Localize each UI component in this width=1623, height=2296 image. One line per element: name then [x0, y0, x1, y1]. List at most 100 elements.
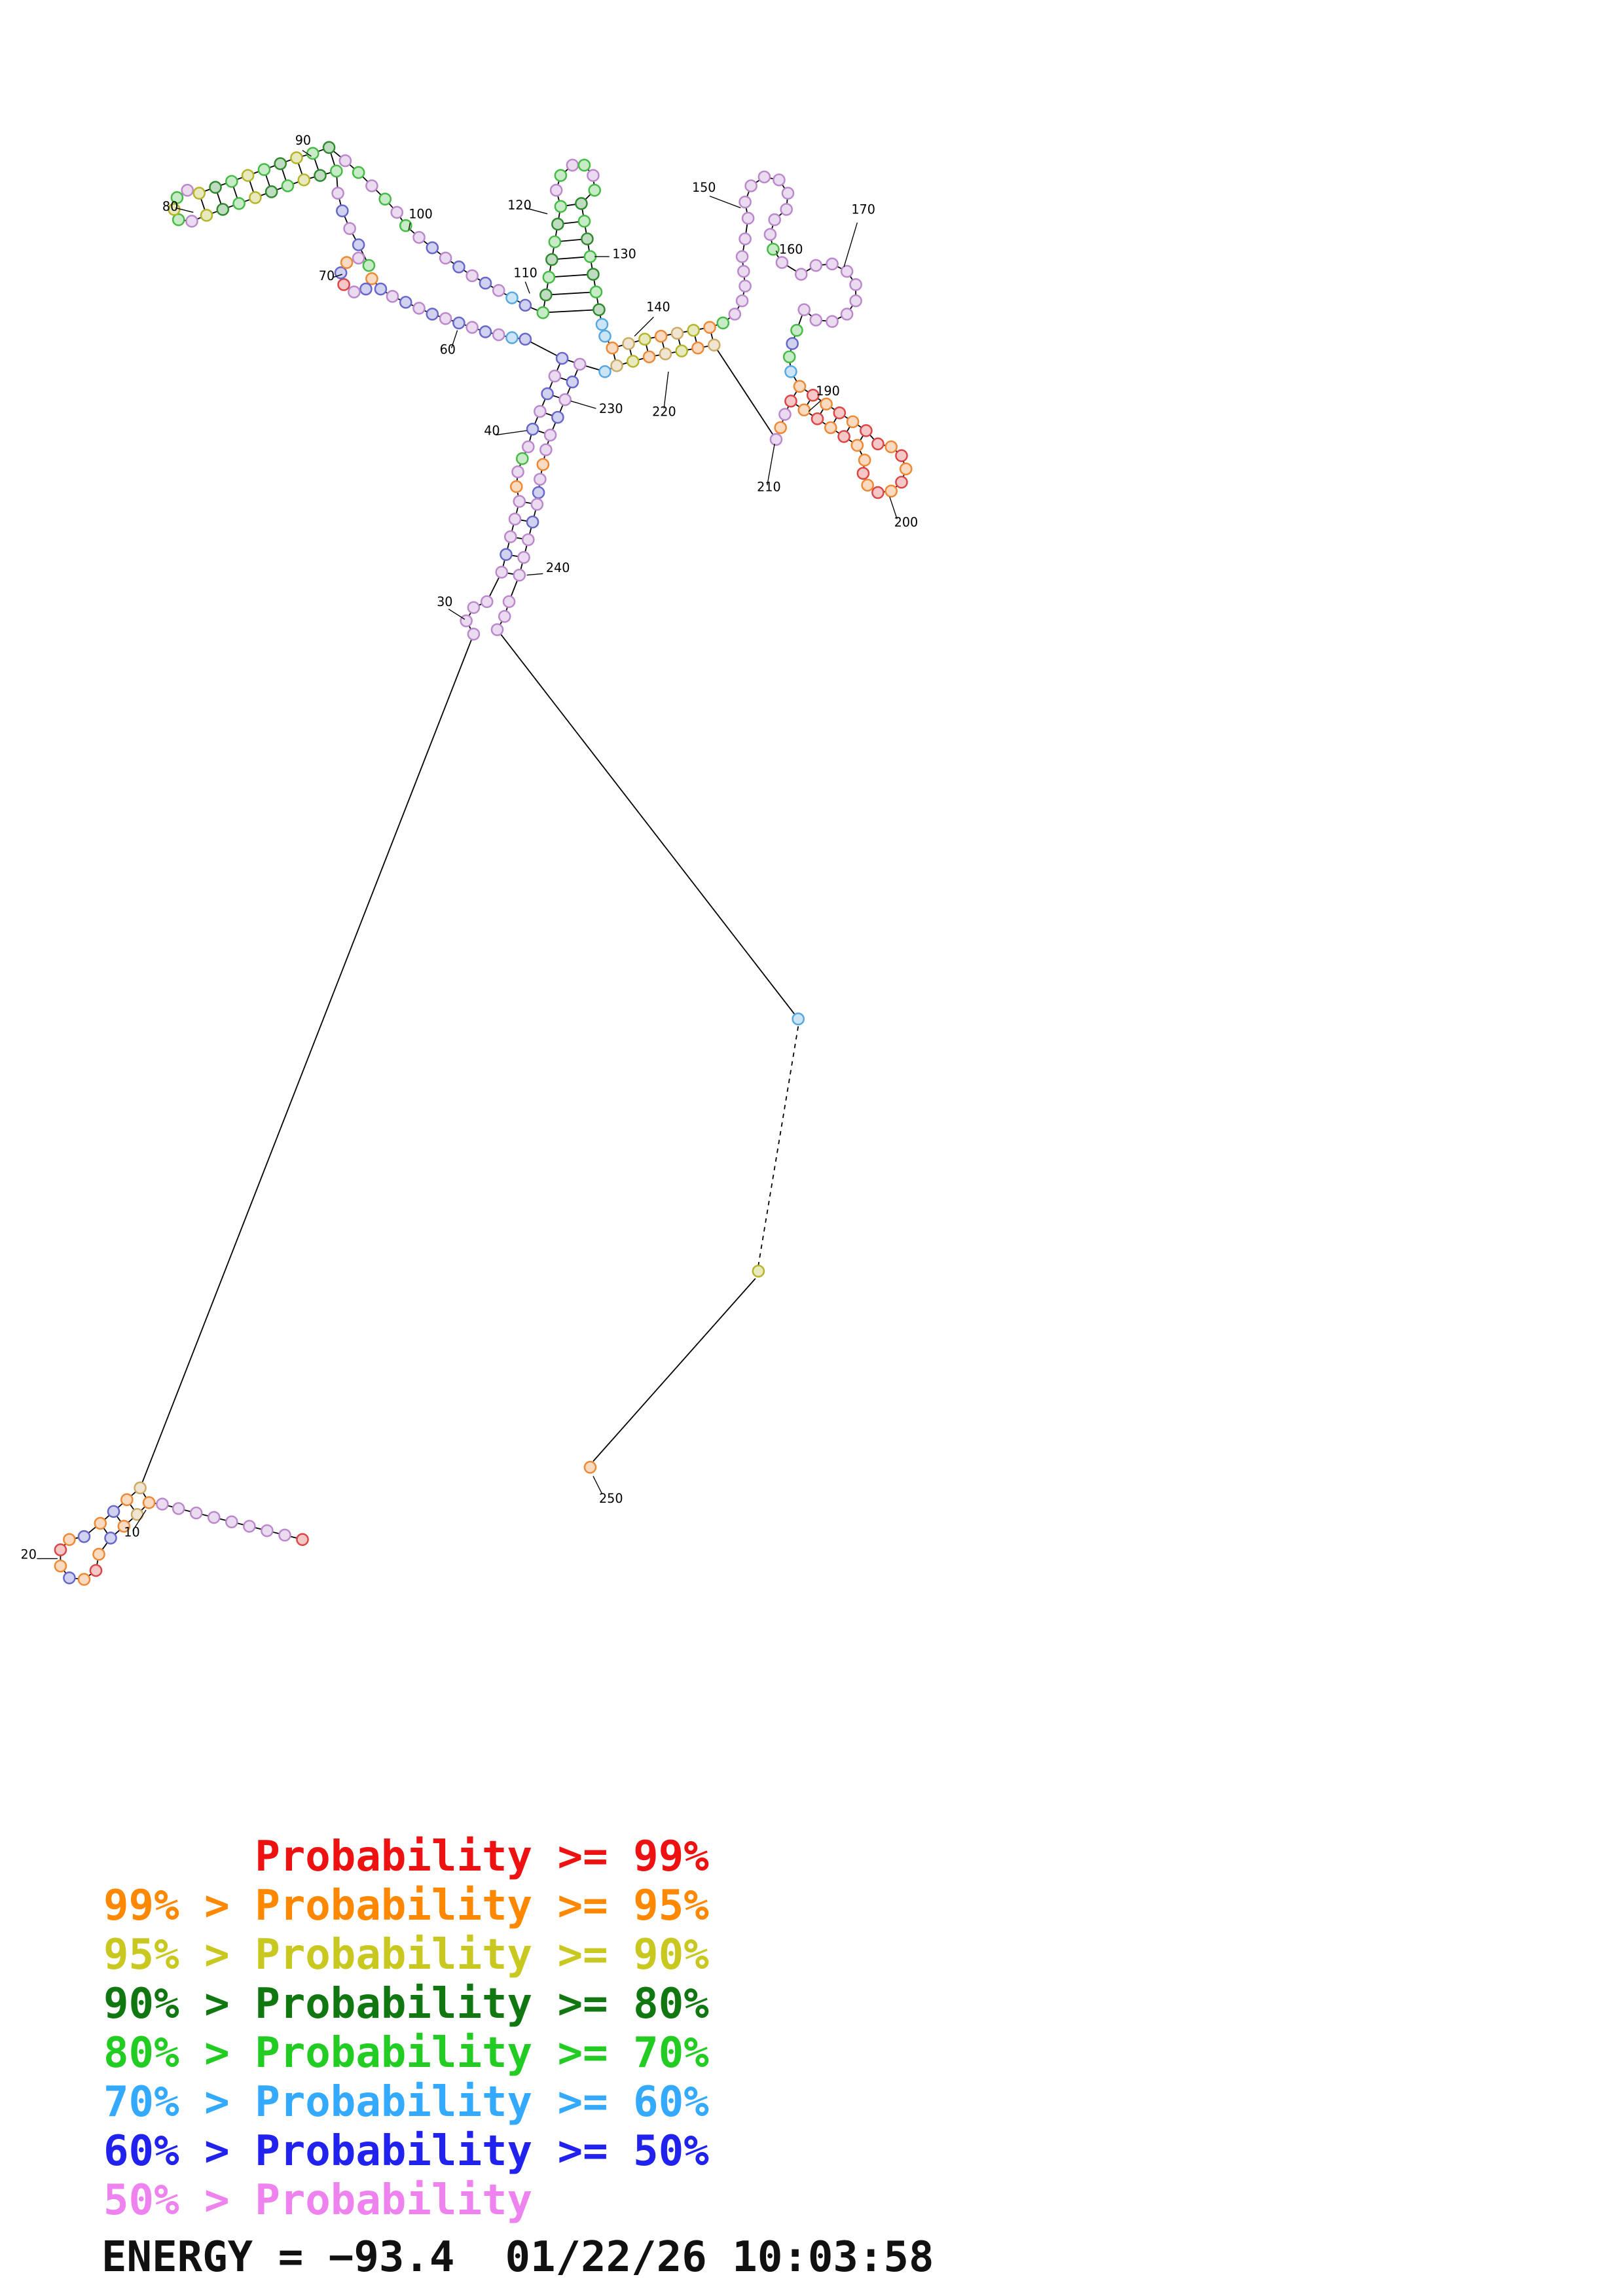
- nucleotide-node: [539, 443, 553, 456]
- nucleotide-node: [386, 290, 399, 303]
- nucleotide-node: [297, 173, 311, 187]
- position-label-250: 250: [599, 1491, 623, 1506]
- nucleotide-node: [797, 303, 811, 316]
- nucleotide-node: [460, 614, 473, 628]
- position-label-190: 190: [816, 384, 840, 399]
- nucleotide-node: [554, 200, 568, 213]
- nucleotide-node: [581, 232, 594, 245]
- nucleotide-node: [622, 337, 635, 350]
- nucleotide-node: [593, 303, 606, 316]
- nucleotide-node: [490, 623, 504, 636]
- position-label-90: 90: [295, 133, 311, 148]
- position-label-160: 160: [779, 242, 803, 257]
- nucleotide-node: [588, 183, 602, 197]
- nucleotide-node: [479, 276, 492, 290]
- nucleotide-node: [587, 169, 600, 182]
- legend-line-8: 50% > Probability: [103, 2176, 533, 2225]
- probability-legend: Probability >= 99%99% > Probability >= 9…: [103, 1833, 709, 2225]
- nucleotide-node: [352, 238, 365, 251]
- nucleotide-node: [784, 395, 797, 408]
- nucleotide-node: [782, 350, 796, 364]
- nucleotide-node: [737, 264, 750, 278]
- nucleotide-node: [638, 332, 651, 346]
- nucleotide-node: [296, 1533, 309, 1546]
- nucleotide-node: [170, 191, 184, 204]
- nucleotide-node: [707, 338, 721, 352]
- legend-line-3: 95% > Probability >= 90%: [103, 1931, 709, 1979]
- nucleotide-node: [826, 315, 839, 328]
- nucleotide-node: [884, 484, 898, 498]
- nucleotide-node: [465, 269, 479, 283]
- nucleotide-node: [412, 230, 426, 244]
- nucleotide-node: [824, 421, 837, 435]
- nucleotide-node: [536, 306, 550, 319]
- nucleotide-node: [181, 183, 194, 197]
- position-label-210: 210: [757, 479, 781, 494]
- nucleotide-node: [336, 204, 349, 217]
- nucleotide-node: [362, 259, 376, 272]
- nucleotide-node: [505, 331, 519, 344]
- nucleotide-node: [763, 228, 777, 242]
- nucleotide-node: [334, 266, 348, 279]
- position-label-130: 130: [612, 246, 636, 261]
- position-label-240: 240: [546, 560, 570, 575]
- nucleotide-node: [209, 181, 222, 194]
- nucleotide-node: [691, 341, 704, 355]
- nucleotide-node: [849, 294, 862, 308]
- nucleotide-node: [513, 495, 526, 508]
- nucleotide-node: [365, 272, 378, 285]
- nucleotide-node: [156, 1498, 169, 1511]
- nucleotide-node: [595, 317, 609, 331]
- nucleotide-node: [895, 475, 908, 489]
- position-label-100: 100: [409, 206, 433, 221]
- nucleotide-node: [365, 179, 378, 192]
- nucleotide-node: [703, 321, 716, 334]
- position-label-60: 60: [440, 342, 456, 357]
- nucleotide-node: [871, 437, 884, 450]
- nucleotide-node: [558, 393, 572, 406]
- nucleotide-node: [439, 251, 452, 265]
- nucleotide-node: [784, 365, 797, 378]
- nucleotide-node: [566, 158, 579, 172]
- nucleotide-node: [107, 1505, 120, 1518]
- nucleotide-node: [77, 1530, 91, 1543]
- nucleotide-node: [837, 430, 850, 443]
- nucleotide-node: [330, 164, 343, 178]
- position-label-200: 200: [894, 514, 919, 529]
- nucleotide-node: [426, 308, 439, 321]
- nucleotide-node: [172, 213, 185, 226]
- nucleotide-node: [348, 285, 361, 298]
- nucleotide-node: [539, 288, 553, 302]
- nucleotide-node: [278, 1528, 291, 1542]
- nucleotide-node: [104, 1532, 117, 1545]
- nucleotide-node: [849, 278, 862, 291]
- nucleotide-node: [577, 215, 591, 228]
- nucleotide-node: [739, 232, 752, 245]
- nucleotide-node: [716, 316, 730, 330]
- nucleotide-node: [871, 486, 884, 499]
- nucleotide-node: [850, 439, 864, 452]
- nucleotide-node: [534, 404, 547, 418]
- nucleotide-node: [654, 329, 668, 343]
- nucleotide-node: [225, 175, 238, 188]
- nucleotide-node: [480, 595, 494, 609]
- nucleotide-node: [899, 462, 913, 476]
- nucleotide-node: [189, 1506, 203, 1520]
- nucleotide-node: [786, 337, 799, 350]
- nucleotide-node: [142, 1496, 156, 1509]
- nucleotide-node: [241, 169, 255, 182]
- nucleotide-node: [642, 350, 656, 364]
- nucleotide-node: [94, 1516, 107, 1530]
- nucleotide-node: [670, 327, 684, 340]
- nucleotide-node: [675, 344, 688, 358]
- nucleotide-node: [587, 268, 600, 281]
- nucleotide-node: [858, 454, 871, 467]
- nucleotide-node: [374, 282, 388, 296]
- legend-line-1: Probability >= 99%: [103, 1833, 709, 1881]
- position-label-30: 30: [437, 594, 452, 609]
- nucleotide-node: [773, 173, 786, 187]
- position-label-220: 220: [652, 404, 676, 419]
- nucleotide-node: [583, 1460, 597, 1474]
- nucleotide-node: [826, 257, 839, 271]
- nucleotide-node: [337, 278, 350, 291]
